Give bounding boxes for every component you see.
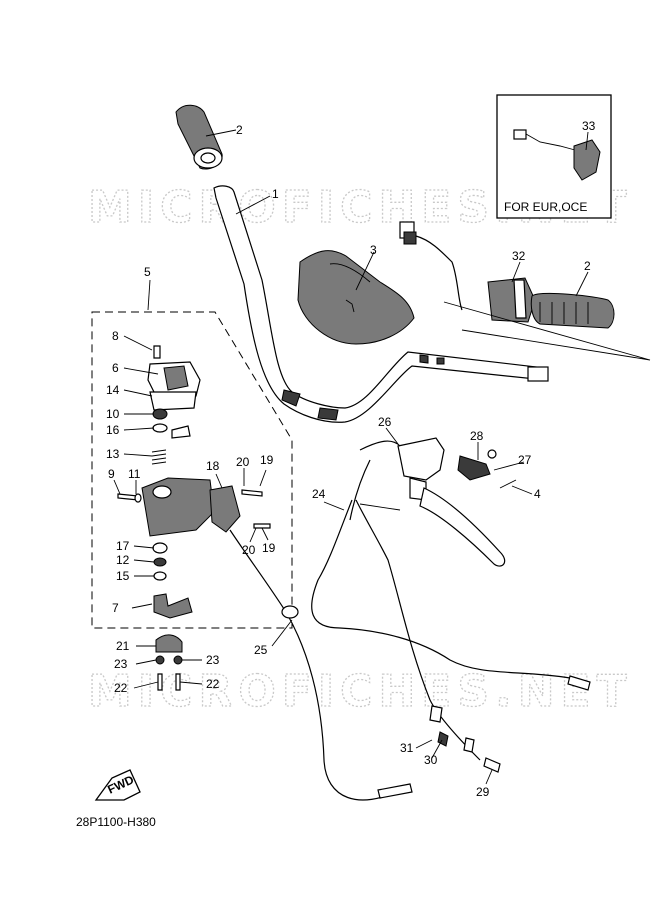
inset-switch-33 bbox=[573, 139, 601, 181]
callout-14: 14 bbox=[106, 383, 120, 397]
callout-24: 24 bbox=[312, 487, 326, 501]
callout-1: 1 bbox=[272, 187, 279, 201]
callout-labels: 2 1 3 4 5 8 6 14 10 16 13 9 11 17 12 15 … bbox=[106, 119, 596, 799]
throttle-housing-32 bbox=[487, 277, 536, 323]
callout-7: 7 bbox=[112, 601, 119, 615]
callout-16: 16 bbox=[106, 423, 120, 437]
callout-5: 5 bbox=[144, 265, 151, 279]
drawing-code: 28P1100-H380 bbox=[76, 815, 156, 829]
handlebar bbox=[213, 185, 549, 423]
right-grip-assembly bbox=[487, 277, 615, 329]
callout-20a: 20 bbox=[236, 455, 250, 469]
callout-29: 29 bbox=[476, 785, 490, 799]
callout-22a: 22 bbox=[114, 681, 128, 695]
callout-23a: 23 bbox=[114, 657, 128, 671]
callout-23b: 23 bbox=[206, 653, 220, 667]
cable-24 bbox=[311, 499, 571, 679]
callout-8: 8 bbox=[112, 329, 119, 343]
callout-28: 28 bbox=[470, 429, 484, 443]
callout-13: 13 bbox=[106, 447, 120, 461]
callout-25: 25 bbox=[254, 643, 268, 657]
callout-30: 30 bbox=[424, 753, 438, 767]
fwd-arrow-icon: FWD bbox=[94, 769, 141, 801]
callout-27: 27 bbox=[518, 453, 532, 467]
left-grip bbox=[175, 104, 223, 170]
callout-6: 6 bbox=[112, 361, 119, 375]
callout-2: 2 bbox=[236, 123, 243, 137]
cable-25 bbox=[229, 529, 401, 801]
callout-9: 9 bbox=[108, 467, 115, 481]
callout-2b: 2 bbox=[584, 259, 591, 273]
callout-19b: 19 bbox=[262, 541, 276, 555]
callout-15: 15 bbox=[116, 569, 130, 583]
callout-3: 3 bbox=[370, 243, 377, 257]
callout-12: 12 bbox=[116, 553, 130, 567]
callout-17: 17 bbox=[116, 539, 130, 553]
callout-32: 32 bbox=[512, 249, 526, 263]
callout-10: 10 bbox=[106, 407, 120, 421]
guard-3 bbox=[297, 250, 415, 345]
callout-4: 4 bbox=[534, 487, 541, 501]
inset-box: FOR EUR,OCE bbox=[496, 94, 612, 219]
callout-33: 33 bbox=[582, 119, 596, 133]
callout-31: 31 bbox=[400, 741, 414, 755]
callout-11: 11 bbox=[128, 467, 141, 481]
right-grip-2 bbox=[530, 292, 615, 329]
callout-20b: 20 bbox=[242, 543, 256, 557]
leader-lines bbox=[113, 129, 589, 785]
throttle-connector bbox=[399, 221, 651, 361]
inset-caption: FOR EUR,OCE bbox=[504, 200, 587, 214]
cable-long bbox=[355, 499, 481, 761]
callout-21: 21 bbox=[116, 639, 130, 653]
switch-assembly-boundary bbox=[91, 311, 293, 629]
switch-parts bbox=[117, 345, 271, 619]
callout-19a: 19 bbox=[260, 453, 274, 467]
brake-assembly bbox=[359, 437, 517, 567]
callout-26: 26 bbox=[378, 415, 392, 429]
callout-18: 18 bbox=[206, 459, 220, 473]
callout-22b: 22 bbox=[206, 677, 220, 691]
inset-connector bbox=[513, 129, 527, 140]
watermark-bottom: MICROFICHES.NET bbox=[88, 666, 633, 717]
